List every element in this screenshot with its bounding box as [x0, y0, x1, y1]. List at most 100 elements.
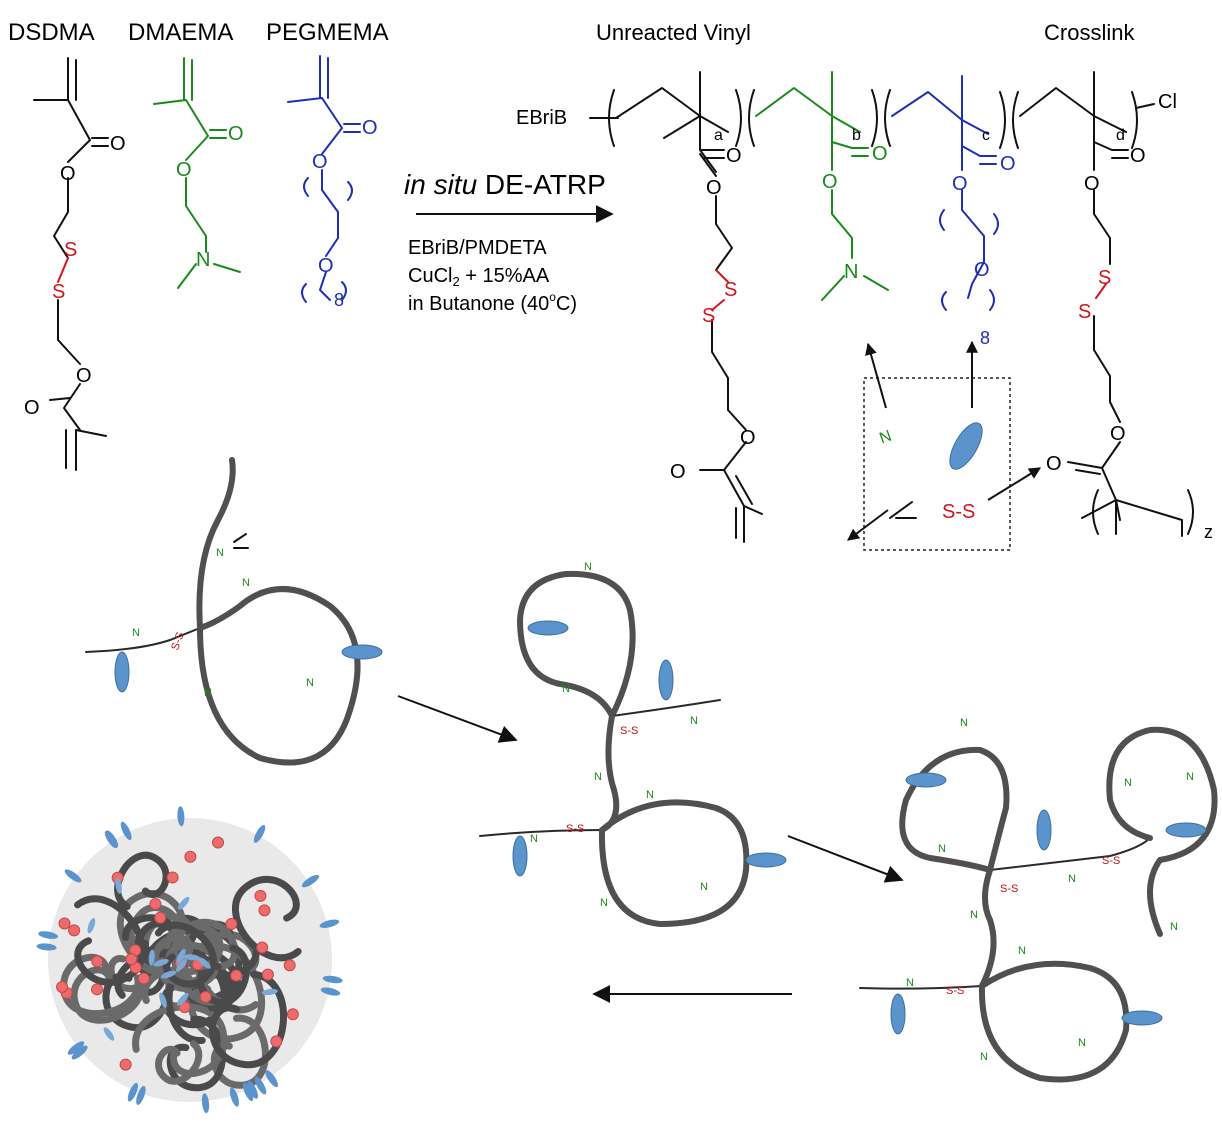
- cartoon2-n-3: N: [690, 715, 698, 727]
- legend-arrow-n: [865, 342, 887, 409]
- dsdma-label: DSDMA: [8, 19, 95, 46]
- legend-n-icon: N: [877, 428, 894, 448]
- nanogel-crosslink-node: [258, 904, 271, 917]
- pegmema-repeat-count: 8: [334, 290, 344, 310]
- pegmema-carbonyl-o: O: [362, 117, 378, 139]
- nanogel-crosslink-node: [283, 959, 296, 972]
- dsdma-structure: [33, 57, 109, 471]
- nanogel-peg-ellipse: [148, 949, 155, 966]
- cartoon3-peg-2: [1036, 809, 1052, 851]
- legend-arrow-vinyl: [847, 509, 889, 541]
- unit-a-sidechain: [699, 115, 763, 543]
- nanogel-crosslink-node: [154, 911, 167, 924]
- cartoon2-peg-2: [658, 659, 674, 701]
- unit-b-ester-o: O: [822, 171, 838, 193]
- nanogel-peg-ellipse: [160, 970, 177, 979]
- unit-b-carbonyl-o: O: [872, 143, 888, 165]
- nanogel-peg-ellipse: [153, 959, 169, 967]
- unreacted-vinyl-label: Unreacted Vinyl: [596, 20, 751, 45]
- nanogel-crosslink-node: [68, 924, 81, 937]
- pegmema-ester-o: O: [312, 151, 328, 173]
- unit-a-ester-o-2: O: [740, 427, 756, 449]
- nanogel-crosslink-node: [166, 871, 179, 884]
- cartoon3-n-3: N: [1186, 771, 1194, 783]
- cartoon3-ss-3: S-S: [946, 985, 964, 997]
- cartoon2-n-1: N: [584, 561, 592, 573]
- nanogel-peg-ellipse: [229, 1087, 239, 1107]
- cartoon3-n-9: N: [1018, 945, 1026, 957]
- nanogel-crosslink-node: [230, 969, 243, 982]
- condition-initiator: EBriB/PMDETA: [408, 237, 547, 259]
- cartoon1-n-2: N: [242, 577, 250, 589]
- legend-arrow-ss: [987, 467, 1042, 501]
- cartoon2-n-8: N: [600, 897, 608, 909]
- nanogel-crosslink-node: [56, 980, 69, 993]
- cartoon3-n-2: N: [1124, 777, 1132, 789]
- nanogel-crosslink-node: [270, 1035, 283, 1048]
- nanogel-peg-ellipse: [177, 896, 190, 910]
- unit-d-sulfur-1: S: [1098, 267, 1111, 289]
- crosslink-label: Crosslink: [1044, 20, 1135, 45]
- cartoon3-n-6: N: [970, 909, 978, 921]
- nanogel-crosslink-node: [256, 941, 269, 954]
- unit-d-sidechain: [1067, 141, 1194, 537]
- dmaema-label: DMAEMA: [128, 19, 233, 46]
- nanogel-peg-ellipse: [64, 869, 82, 883]
- dsdma-carbonyl-o: O: [110, 133, 126, 155]
- unit-d-carbonyl-o-2: O: [1046, 453, 1062, 475]
- nanogel-peg-ellipse: [176, 993, 189, 1006]
- nanogel-crosslink-node: [184, 850, 197, 863]
- unit-a-sulfur-2: S: [702, 305, 715, 327]
- cartoon3-n-5: N: [1068, 873, 1076, 885]
- nanogel-peg-ellipse: [120, 821, 132, 841]
- cartoon2-ss-1: S-S: [620, 725, 638, 737]
- nanogel-peg-ellipse: [136, 1085, 146, 1105]
- unit-a-sulfur-1: S: [724, 279, 737, 301]
- cartoon2-peg-1: [527, 620, 569, 636]
- subscript-d: d: [1116, 127, 1125, 144]
- cartoon1-n-1: N: [132, 627, 140, 639]
- unit-d-ester-o: O: [1084, 173, 1100, 195]
- nanogel-chain-loop: [116, 890, 186, 977]
- unit-d-sulfur-2: S: [1078, 301, 1091, 323]
- nanogel-crosslink-node: [199, 990, 212, 1003]
- dmaema-carbonyl-o: O: [228, 123, 244, 145]
- nanogel-peg-ellipse: [320, 987, 341, 996]
- cartoon2-n-6: N: [646, 789, 654, 801]
- unit-c-carbonyl-o: O: [1000, 153, 1016, 175]
- nanogel-peg-ellipse: [322, 975, 343, 984]
- cartoon-three-chains: [859, 726, 1218, 1083]
- cartoon2-n-4: N: [594, 771, 602, 783]
- nanogel-crosslink-node: [212, 836, 225, 849]
- nanogel-crosslink-node: [137, 972, 150, 985]
- nanogel-peg-ellipse: [242, 1082, 254, 1102]
- copolymer-backbone: [589, 71, 1155, 149]
- nanogel-peg-ellipse: [253, 824, 266, 843]
- nanogel-chain-loop: [231, 876, 302, 962]
- cartoon3-n-7: N: [1170, 921, 1178, 933]
- nanogel-crosslink-node: [254, 889, 267, 902]
- chain-end-cl: Cl: [1158, 91, 1177, 113]
- unit-d-carbonyl-o: O: [1130, 145, 1146, 167]
- cartoon3-ss-2: S-S: [1102, 855, 1120, 867]
- cartoon1-peg-2: [341, 644, 383, 660]
- pegmema-ether-o: O: [318, 255, 334, 277]
- nanogel-chain-loop: [209, 970, 287, 1069]
- nanogel-peg-ellipse: [176, 948, 186, 964]
- legend-box: [863, 377, 1011, 551]
- cartoon3-ss-1: S-S: [1000, 883, 1018, 895]
- nanogel-peg-ellipse: [176, 958, 187, 972]
- cartoon2-n-7: N: [700, 881, 708, 893]
- reaction-title: in situ DE-ATRP: [404, 169, 606, 200]
- dmaema-structure: [153, 57, 241, 289]
- nanogel-peg-ellipse: [104, 831, 118, 849]
- subscript-a: a: [714, 127, 723, 144]
- nanogel-peg-ellipse: [177, 806, 185, 827]
- cartoon1-n-5: N: [306, 677, 314, 689]
- unit-b-nitrogen: N: [844, 261, 858, 283]
- nanogel-peg-ellipse: [67, 1041, 85, 1055]
- dmaema-nitrogen: N: [196, 249, 210, 271]
- cartoon3-peg-5: [1121, 1010, 1163, 1026]
- cartoon3-peg-3: [1165, 822, 1207, 838]
- unit-a-carbonyl-o-2: O: [670, 461, 686, 483]
